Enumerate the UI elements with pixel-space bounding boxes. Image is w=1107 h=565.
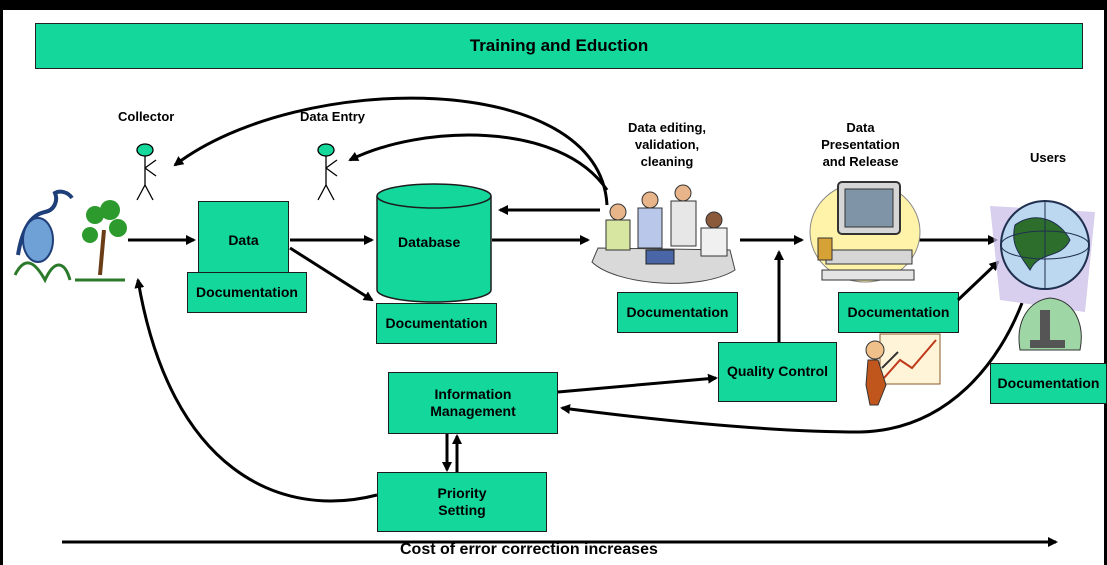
information-management-box: Information Management	[388, 372, 558, 434]
editing-documentation-box: Documentation	[617, 292, 738, 333]
information-management-label: Information Management	[430, 385, 516, 420]
presentation-documentation-box: Documentation	[838, 292, 959, 333]
collector-label: Collector	[118, 109, 175, 124]
database-label: Database	[398, 234, 461, 250]
title-banner: Training and Eduction	[35, 23, 1083, 69]
data-entry-label: Data Entry	[300, 109, 366, 124]
database-documentation-box: Documentation	[376, 303, 497, 344]
users-documentation-label: Documentation	[997, 374, 1100, 391]
priority-setting-label: Priority Setting	[437, 484, 487, 519]
quality-control-label: Quality Control	[726, 363, 829, 380]
presentation-label: Data Presentation and Release	[821, 120, 900, 169]
data-documentation-label: Documentation	[196, 283, 298, 300]
editing-label: Data editing, validation, cleaning	[627, 120, 706, 169]
priority-setting-box: Priority Setting	[377, 472, 547, 532]
quality-control-box: Quality Control	[718, 342, 837, 402]
database-documentation-label: Documentation	[385, 314, 488, 331]
title-text: Training and Eduction	[469, 36, 649, 55]
data-box: Data	[198, 201, 289, 273]
presentation-documentation-label: Documentation	[847, 303, 950, 320]
cost-label: Cost of error correction increases	[400, 541, 658, 558]
data-documentation-box: Documentation	[187, 272, 307, 313]
users-label: Users	[1030, 150, 1067, 165]
data-box-label: Data	[228, 232, 259, 248]
editing-documentation-label: Documentation	[626, 303, 729, 320]
users-documentation-box: Documentation	[990, 363, 1107, 404]
